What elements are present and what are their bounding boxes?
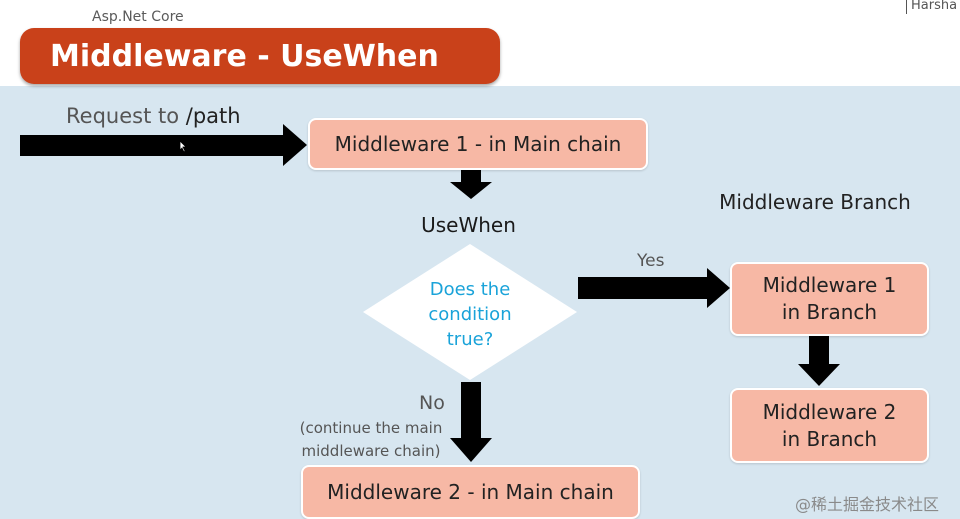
condition-text: Does the condition true? [395, 277, 545, 352]
main-middleware-2-box: Middleware 2 - in Main chain [301, 465, 640, 519]
watermark: @稀土掘金技术社区 [795, 495, 940, 514]
framework-label: Asp.Net Core [92, 9, 184, 25]
usewhen-title: UseWhen [421, 213, 516, 237]
branch-middleware-1-line-1: Middleware 1 [762, 273, 897, 297]
yes-arrow [578, 268, 730, 308]
request-label: Request to /path [66, 104, 241, 128]
slide-title-text: Middleware - UseWhen [50, 38, 439, 74]
main-middleware-2-label: Middleware 2 - in Main chain [327, 480, 614, 504]
main-middleware-1-label: Middleware 1 - in Main chain [334, 132, 622, 156]
no-label: No [419, 392, 445, 414]
condition-diamond [363, 244, 577, 380]
branch-middleware-2-box: Middleware 2 in Branch [730, 388, 929, 463]
branch-middleware-2-line-2: in Branch [781, 426, 878, 451]
no-note-line-1: (continue the main [299, 419, 443, 437]
main-middleware-1-box: Middleware 1 - in Main chain [308, 118, 648, 170]
request-label-path: /path [185, 104, 241, 128]
condition-line-1: Does the [429, 279, 511, 300]
branch-middleware-2-line-1: Middleware 2 [762, 399, 897, 424]
no-note-line-2: middleware chain) [301, 442, 441, 460]
condition-line-2: condition [428, 304, 512, 325]
author-label: Harsha [906, 0, 957, 14]
yes-label: Yes [637, 251, 665, 271]
mouse-pointer-icon [179, 140, 187, 153]
no-note: (continue the main middleware chain) [296, 417, 446, 463]
down-arrow-to-usewhen [450, 168, 492, 199]
branch-down-arrow [798, 336, 840, 386]
branch-middleware-1-line-2: in Branch [781, 300, 878, 324]
request-label-prefix: Request to [66, 104, 186, 128]
branch-middleware-1-box: Middleware 1 in Branch [730, 262, 929, 336]
condition-line-3: true? [446, 329, 494, 350]
no-arrow [450, 382, 492, 462]
slide-title: Middleware - UseWhen [20, 28, 500, 84]
branch-title: Middleware Branch [719, 190, 911, 214]
request-arrow [20, 124, 307, 166]
